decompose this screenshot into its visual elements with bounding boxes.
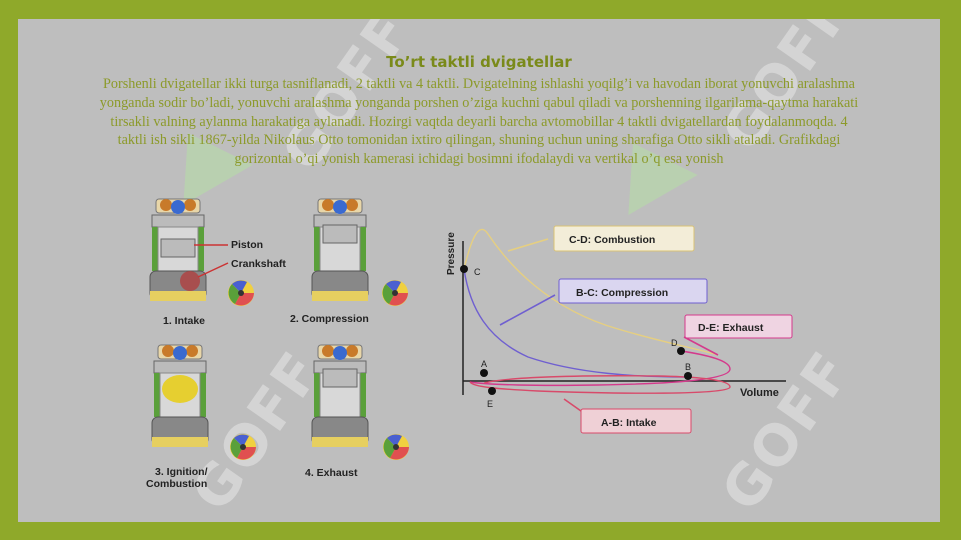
point-a xyxy=(480,369,488,377)
stroke-label-intake: 1. Intake xyxy=(163,315,205,327)
cycle-dial-icon xyxy=(228,280,254,306)
diagram-canvas: Piston Crankshaft 1. Intake 2. Compressi… xyxy=(146,198,793,490)
callout-compression-text: B-C: Compression xyxy=(576,287,668,299)
stroke-label-compression: 2. Compression xyxy=(290,313,369,325)
engine-intake: Piston Crankshaft 1. Intake xyxy=(149,198,286,327)
point-e xyxy=(488,387,496,395)
cycle-dial-icon xyxy=(382,280,408,306)
label-piston: Piston xyxy=(231,239,263,251)
callout-pointer-compression xyxy=(499,294,556,326)
callout-combustion xyxy=(553,225,695,252)
point-label-c: C xyxy=(474,267,481,277)
callout-pointer-intake xyxy=(563,398,582,412)
x-axis-label: Volume xyxy=(740,387,779,399)
point-d xyxy=(677,347,685,355)
cycle-dial-icon xyxy=(383,434,409,460)
stroke-label-combustion-2: Combustion xyxy=(146,478,207,490)
callout-intake xyxy=(580,408,692,434)
point-b xyxy=(684,372,692,380)
callout-intake-text: A-B: Intake xyxy=(601,417,657,429)
callout-pointer-exhaust xyxy=(683,336,719,356)
curve-combustion xyxy=(463,228,719,356)
slide-title: To’rt taktli dvigatellar xyxy=(386,53,572,71)
engine-compression: 2. Compression xyxy=(290,198,408,325)
cycle-dial-icon xyxy=(230,434,256,460)
curve-exhaust xyxy=(469,350,731,387)
stroke-label-combustion-1: 3. Ignition/ xyxy=(155,466,208,478)
y-axis-label: Pressure xyxy=(446,232,457,275)
callout-exhaust xyxy=(684,314,793,339)
point-c xyxy=(460,265,468,273)
callout-combustion-text: C-D: Combustion xyxy=(569,234,655,246)
slide: GOFF GOFF GOFF GOFF To’rt taktli dvigate… xyxy=(18,19,940,522)
point-label-a: A xyxy=(481,359,487,369)
point-label-e: E xyxy=(487,399,493,409)
engine-combustion: 3. Ignition/ Combustion xyxy=(146,344,256,490)
slide-paragraph: Porshenli dvigatellar ikki turga tasnifl… xyxy=(99,76,859,168)
point-label-b: B xyxy=(685,362,691,372)
stroke-label-exhaust: 4. Exhaust xyxy=(305,467,358,479)
pv-diagram: Pressure Volume C D A B E C-D: Combustio… xyxy=(446,225,793,434)
engine-exhaust: 4. Exhaust xyxy=(305,344,409,479)
curve-intake xyxy=(469,375,731,394)
label-crankshaft: Crankshaft xyxy=(231,258,286,270)
point-label-d: D xyxy=(671,338,678,348)
callout-compression xyxy=(558,278,708,304)
callout-exhaust-text: D-E: Exhaust xyxy=(698,322,764,334)
callout-pointer-combustion xyxy=(507,238,549,252)
